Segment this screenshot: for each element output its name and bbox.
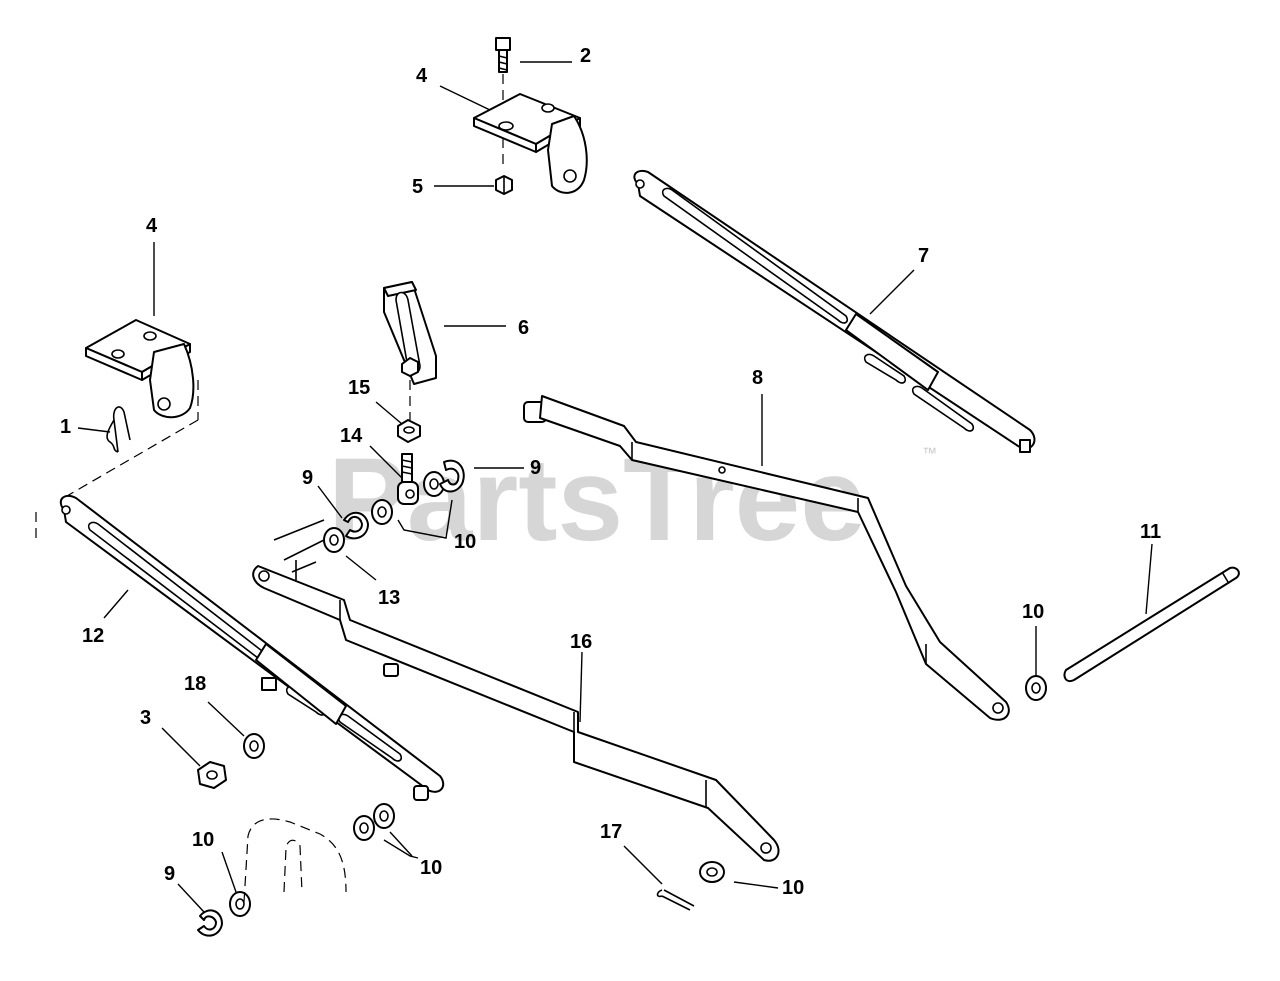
callout-13: 13	[378, 587, 400, 609]
part-washer-lower-left[interactable]	[229, 891, 251, 917]
part-washer-right[interactable]	[1025, 675, 1047, 701]
part-eclip-mid-left[interactable]	[343, 511, 369, 540]
callout-9-right: 9	[530, 457, 541, 479]
part-washer-18[interactable]	[243, 733, 265, 759]
leader-lines	[77, 61, 1153, 913]
callout-8: 8	[752, 367, 763, 389]
part-lift-arm-right[interactable]	[523, 395, 1010, 721]
callout-10-mid: 10	[454, 531, 476, 553]
part-bracket-top[interactable]	[473, 93, 588, 194]
assembly-line-left	[35, 380, 199, 540]
callout-10-lower-left: 10	[192, 829, 214, 851]
part-washer-13[interactable]	[323, 527, 345, 553]
part-lift-arm-lower[interactable]	[252, 519, 780, 862]
part-pivot-rod[interactable]	[1063, 566, 1240, 682]
part-eclip-lower-left[interactable]	[197, 909, 223, 937]
part-washer-lower-mid-b[interactable]	[373, 803, 395, 829]
callout-14: 14	[340, 425, 363, 447]
callout-7: 7	[918, 245, 929, 267]
callout-3: 3	[140, 707, 151, 729]
callout-18: 18	[184, 673, 206, 695]
part-washer-mid-left[interactable]	[371, 499, 393, 525]
callout-4-top: 4	[416, 65, 428, 87]
part-cotter-pin[interactable]	[656, 889, 695, 911]
callout-9-mid: 9	[302, 467, 313, 489]
part-washer-lower-right[interactable]	[699, 861, 725, 883]
callout-11: 11	[1140, 521, 1161, 543]
callout-12: 12	[82, 625, 104, 647]
callout-9-lower-left: 9	[164, 863, 175, 885]
part-eclip-mid-right[interactable]	[439, 459, 465, 493]
part-slotted-plate[interactable]	[383, 281, 437, 385]
callout-6: 6	[518, 317, 529, 339]
part-lift-link-upper[interactable]	[633, 170, 1036, 453]
callout-15: 15	[348, 377, 370, 399]
frame-outline	[243, 818, 347, 903]
callout-4-left: 4	[146, 215, 158, 237]
callout-10-lower-right: 10	[782, 877, 804, 899]
part-washer-mid-right[interactable]	[423, 471, 445, 497]
part-bracket-left[interactable]	[85, 319, 195, 419]
callout-2: 2	[580, 45, 591, 67]
callout-17: 17	[600, 821, 622, 843]
part-lift-link-lower[interactable]	[59, 494, 445, 801]
part-locknut-3[interactable]	[197, 761, 227, 789]
callout-10-right: 10	[1022, 601, 1044, 623]
part-swivel-stud[interactable]	[397, 453, 419, 505]
callout-1: 1	[60, 416, 71, 438]
part-nut-top[interactable]	[495, 175, 513, 195]
callout-5: 5	[412, 176, 423, 198]
callout-16: 16	[570, 631, 592, 653]
part-nut-15[interactable]	[397, 419, 421, 443]
callout-labels: 2 4 5 4 7 6 15 8 1 14 9 9 10 11 13 12 10…	[60, 45, 1161, 899]
callout-10-lower-mid: 10	[420, 857, 442, 879]
part-hairpin-clip[interactable]	[106, 406, 131, 453]
watermark-trademark: ™	[922, 445, 937, 462]
part-washer-lower-mid-a[interactable]	[353, 815, 375, 841]
